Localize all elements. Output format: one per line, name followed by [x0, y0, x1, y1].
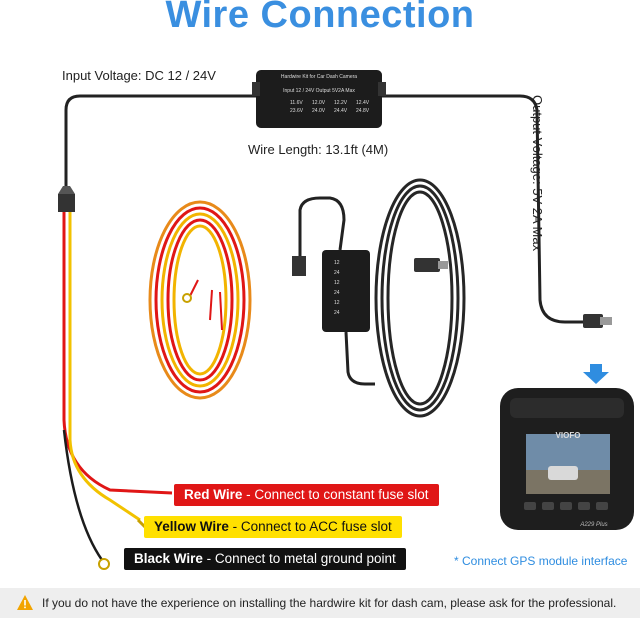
- fuse-box-value: 12.0V: [312, 100, 326, 106]
- fuse-box-value: 24.4V: [334, 108, 348, 114]
- red-wire-label: Red Wire - Connect to constant fuse slot: [174, 484, 439, 506]
- ring-terminal: [98, 558, 110, 570]
- output-voltage-label: Output Voltage: 5V 2A Max: [530, 95, 545, 252]
- coil-ring-terminal: [182, 293, 192, 303]
- camera-model: A229 Plus: [579, 522, 607, 528]
- usb-connector: [583, 314, 603, 328]
- fuse-box-header: Input 12 / 24V Output 5V2A Max: [283, 88, 355, 94]
- fuse-box-value: 24.0V: [312, 108, 326, 114]
- fuse-holder: [292, 256, 306, 276]
- black-wire-desc: - Connect to metal ground point: [202, 551, 396, 566]
- fuse-box-values: 11.6V 12.0V 12.2V 12.4V 23.6V 24.0V 24.4V 24.8V: [290, 100, 370, 114]
- coil-usb-plug: [414, 258, 440, 272]
- camera-button: [578, 502, 590, 510]
- camera-button: [542, 502, 554, 510]
- converter-value: 12: [334, 260, 340, 266]
- converter-values: 12 24 12 24 12 24: [334, 260, 340, 316]
- camera-brand: VIOFO: [556, 431, 581, 440]
- converter-box: [322, 250, 370, 332]
- warning-icon: [17, 595, 33, 610]
- warning-bar: If you do not have the experience on ins…: [0, 588, 640, 618]
- camera-button: [524, 502, 536, 510]
- converter-cable-top: [298, 196, 346, 260]
- page-title: Wire Connection: [165, 0, 475, 36]
- camera-button: [596, 502, 608, 510]
- converter-value: 12: [334, 280, 340, 286]
- wire-length-label: Wire Length: 13.1ft (4M): [248, 142, 389, 157]
- converter-value: 24: [334, 270, 340, 276]
- black-wire-label: Black Wire - Connect to metal ground poi…: [124, 548, 406, 570]
- converter-value: 24: [334, 310, 340, 316]
- converter-value: 24: [334, 290, 340, 296]
- fuse-box-value: 23.6V: [290, 108, 304, 114]
- red-yellow-coil: [148, 200, 252, 400]
- gps-note: * Connect GPS module interface: [454, 554, 628, 568]
- black-coil: [374, 178, 466, 418]
- yellow-wire-label: Yellow Wire - Connect to ACC fuse slot: [144, 516, 402, 538]
- fuse-tap-connector: [58, 194, 75, 212]
- yellow-wire-desc: - Connect to ACC fuse slot: [228, 519, 392, 534]
- red-wire-desc: - Connect to constant fuse slot: [242, 487, 429, 502]
- output-cable: [380, 94, 585, 324]
- fuse-box-value: 12.4V: [356, 100, 370, 106]
- fuse-box-value: 24.8V: [356, 108, 370, 114]
- camera-button: [560, 502, 572, 510]
- black-wire: [62, 429, 104, 561]
- converter-value: 12: [334, 300, 340, 306]
- fuse-box-value: 11.6V: [290, 100, 303, 106]
- input-voltage-label: Input Voltage: DC 12 / 24V: [62, 68, 216, 83]
- black-wire-name: Black Wire: [134, 551, 203, 566]
- camera-buttons: [524, 502, 608, 510]
- yellow-wire-name: Yellow Wire: [154, 519, 229, 534]
- red-wire-name: Red Wire: [184, 487, 243, 502]
- input-cable: [64, 94, 258, 196]
- fuse-box-title: Hardwire Kit for Car Dash Camera: [281, 74, 357, 80]
- down-arrow-icon: [583, 364, 609, 384]
- fuse-box: [256, 70, 382, 128]
- warning-text: If you do not have the experience on ins…: [42, 596, 617, 610]
- converter-cable-bottom: [344, 331, 375, 386]
- fuse-box-value: 12.2V: [334, 100, 348, 106]
- yellow-wire: [68, 212, 141, 522]
